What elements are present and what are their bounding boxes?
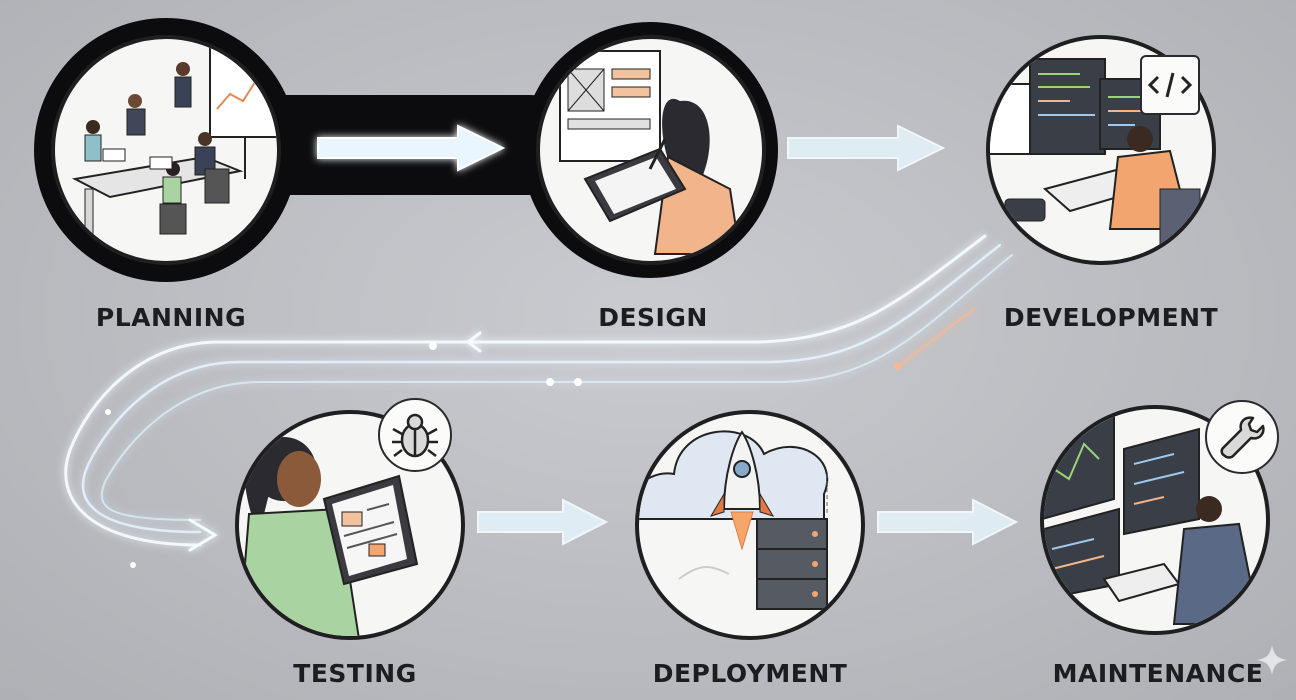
development-code-bubble (1140, 55, 1200, 115)
label-planning: PLANNING (95, 303, 247, 332)
path-node (546, 378, 554, 386)
design-illustration (536, 35, 766, 265)
label-deployment: DEPLOYMENT (652, 659, 848, 688)
deployment-illustration (635, 410, 865, 640)
stage-design[interactable] (536, 35, 766, 265)
arrow-deployment-to-maintenance (877, 498, 1019, 546)
planning-illustration (51, 35, 281, 265)
sparkle-icon (1257, 645, 1287, 675)
path-node (105, 409, 111, 415)
maintenance-wrench-bubble (1205, 400, 1279, 474)
arrow-design-to-development (787, 124, 946, 172)
bug-icon (392, 413, 438, 458)
path-node (894, 362, 902, 370)
stage-deployment[interactable] (635, 410, 865, 640)
path-node (130, 562, 136, 568)
path-node (574, 378, 582, 386)
code-tag-icon (1147, 72, 1193, 98)
label-development: DEVELOPMENT (1003, 303, 1219, 332)
arrow-planning-to-design (317, 124, 506, 172)
label-maintenance: MAINTENANCE (1052, 659, 1264, 688)
label-design: DESIGN (598, 303, 708, 332)
stage-planning[interactable] (51, 35, 281, 265)
path-node (429, 342, 437, 350)
wrench-icon (1220, 416, 1265, 459)
arrow-testing-to-deployment (477, 498, 609, 546)
testing-bug-bubble (378, 398, 452, 472)
label-testing: TESTING (293, 659, 417, 688)
